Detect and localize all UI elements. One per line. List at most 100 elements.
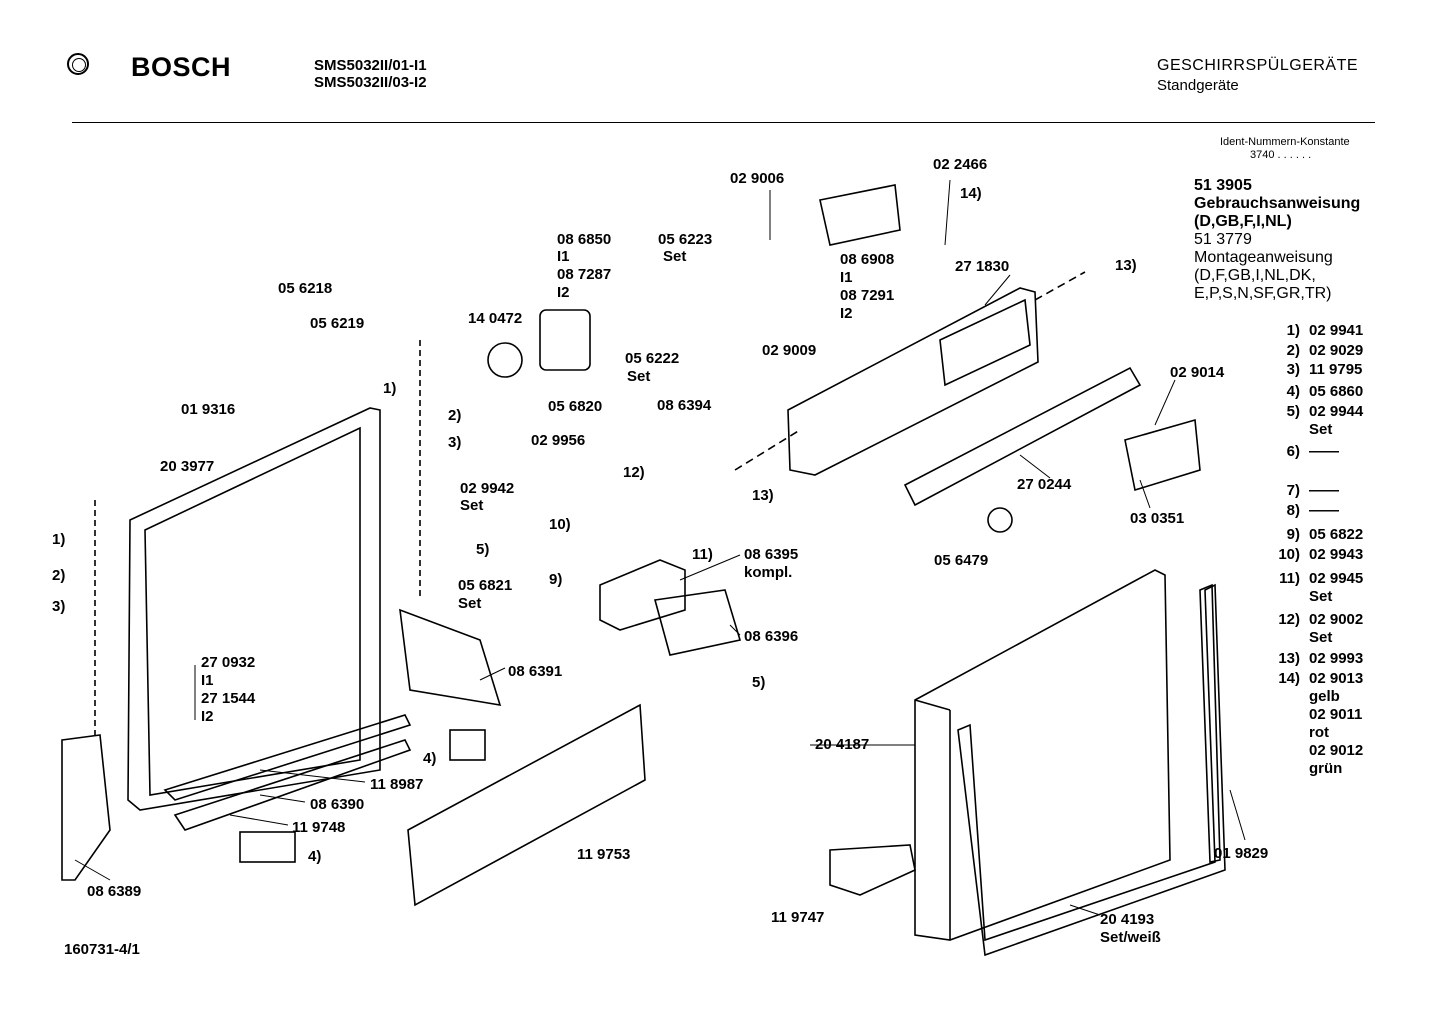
model-number: SMS5032II/01-I1 xyxy=(314,57,427,74)
part-callout: 11 9753 xyxy=(577,846,631,863)
ident-value: 3740 . . . . . . xyxy=(1250,149,1312,161)
frame-204193 xyxy=(957,583,1226,957)
foot-4 xyxy=(239,729,486,863)
part-callout: 11 8987 xyxy=(370,776,424,793)
item-number: 2) xyxy=(1286,342,1300,359)
parts-list-value: 02 9012 xyxy=(1309,742,1364,759)
part-callout: 27 0244 xyxy=(1017,476,1072,493)
part-callout: 14) xyxy=(960,185,982,202)
parts-list-value: 02 9993 xyxy=(1309,650,1364,667)
bosch-logo-icon xyxy=(67,53,89,75)
part-callout: 14 0472 xyxy=(468,310,523,327)
part-callout: 13) xyxy=(1115,257,1137,274)
part-callout: 12) xyxy=(623,464,645,481)
category-title: GESCHIRRSPÜLGERÄTE xyxy=(1157,57,1359,74)
side-bracket xyxy=(399,608,502,707)
parts-list-value: 05 6822 xyxy=(1309,526,1364,543)
part-callout: 02 9009 xyxy=(762,342,817,359)
item-number: 13) xyxy=(1278,650,1300,667)
part-callout: Set xyxy=(627,368,651,385)
item-number: 4) xyxy=(1286,383,1300,400)
knob-056479 xyxy=(987,507,1013,533)
part-callout: 27 1830 xyxy=(955,258,1010,275)
parts-list-value: 02 9029 xyxy=(1309,342,1364,359)
parts-list-value: 11 9795 xyxy=(1309,361,1363,378)
part-callout: 08 6395 xyxy=(744,546,799,563)
part-callout: 5) xyxy=(476,541,490,558)
parts-list-value: grün xyxy=(1309,760,1343,777)
part-callout: 02 9942 xyxy=(460,480,515,497)
part-callout: 08 7287 xyxy=(557,266,612,283)
item-number: 14) xyxy=(1278,670,1300,687)
part-callout: 05 6218 xyxy=(278,280,333,297)
part-callout: 05 6821 xyxy=(458,577,513,594)
item-number: 12) xyxy=(1278,611,1300,628)
part-callout: 3) xyxy=(52,598,66,615)
switch-block-086395 xyxy=(599,559,742,656)
part-callout: 2) xyxy=(52,567,66,584)
item-number: 10) xyxy=(1278,546,1300,563)
part-callout: Set xyxy=(663,248,687,265)
part-callout: 11 9748 xyxy=(292,819,346,836)
drawing-number: 160731-4/1 xyxy=(64,941,140,958)
part-callout: Set xyxy=(460,497,484,514)
part-callout: 08 7291 xyxy=(840,287,895,304)
part-callout: 02 9956 xyxy=(531,432,586,449)
part-callout: Set/weiß xyxy=(1100,929,1161,946)
item-number: 1) xyxy=(1286,322,1300,339)
document-number: 51 3779 xyxy=(1194,231,1252,248)
parts-list-value: —— xyxy=(1309,502,1339,519)
item-number: 8) xyxy=(1286,502,1300,519)
parts-list-value: —— xyxy=(1309,482,1339,499)
subcategory-title: Standgeräte xyxy=(1157,77,1239,94)
part-callout: 1) xyxy=(52,531,66,548)
part-callout: 05 6820 xyxy=(548,398,603,415)
ident-label: Ident-Nummern-Konstante xyxy=(1220,136,1350,148)
parts-list-value: Set xyxy=(1309,421,1333,438)
part-callout: 4) xyxy=(423,750,437,767)
item-number: 6) xyxy=(1286,443,1300,460)
part-callout: 9) xyxy=(549,571,563,588)
kickplate-119753 xyxy=(407,703,646,907)
part-callout: I1 xyxy=(201,672,214,689)
parts-list-value: 02 9945 xyxy=(1309,570,1364,587)
item-number: 7) xyxy=(1286,482,1300,499)
timer-motor-icon xyxy=(487,309,591,378)
parts-list-value: 05 6860 xyxy=(1309,383,1364,400)
part-callout: 08 6391 xyxy=(508,663,563,680)
part-callout: 08 6390 xyxy=(310,796,365,813)
part-callout: kompl. xyxy=(744,564,793,581)
header-divider xyxy=(72,122,1375,123)
part-callout: 02 9014 xyxy=(1170,364,1225,381)
hinge-bracket-119747 xyxy=(829,844,916,896)
part-callout: 01 9316 xyxy=(181,401,236,418)
part-callout: I1 xyxy=(840,269,853,286)
control-panel-271830 xyxy=(787,287,1039,476)
parts-list-value: 02 9943 xyxy=(1309,546,1364,563)
terminal-block-086908 xyxy=(819,184,901,246)
document-number: 51 3905 xyxy=(1194,177,1252,194)
document-languages: E,P,S,N,SF,GR,TR) xyxy=(1194,285,1332,302)
panel-trim-270244 xyxy=(903,366,1142,507)
part-callout: 10) xyxy=(549,516,571,533)
part-callout: I2 xyxy=(557,284,570,301)
parts-list-value: 02 9944 xyxy=(1309,403,1364,420)
parts-list-value: rot xyxy=(1309,724,1329,741)
buttons-030351 xyxy=(1124,418,1201,492)
leader-lines xyxy=(74,179,1246,916)
item-number: 9) xyxy=(1286,526,1300,543)
part-callout: 11) xyxy=(692,546,713,563)
part-callout: 20 4193 xyxy=(1100,911,1155,928)
brand-name: BOSCH xyxy=(131,52,232,82)
part-callout: 08 6389 xyxy=(87,883,142,900)
item-number: 11) xyxy=(1279,570,1300,587)
part-callout: 1) xyxy=(383,380,397,397)
parts-list-value: Set xyxy=(1309,588,1333,605)
part-callout: 4) xyxy=(308,848,322,865)
parts-list-value: 02 9002 xyxy=(1309,611,1364,628)
model-number: SMS5032II/03-I2 xyxy=(314,74,427,91)
part-callout: 02 2466 xyxy=(933,156,988,173)
part-callout: 11 9747 xyxy=(771,909,825,926)
part-callout: 27 1544 xyxy=(201,690,256,707)
